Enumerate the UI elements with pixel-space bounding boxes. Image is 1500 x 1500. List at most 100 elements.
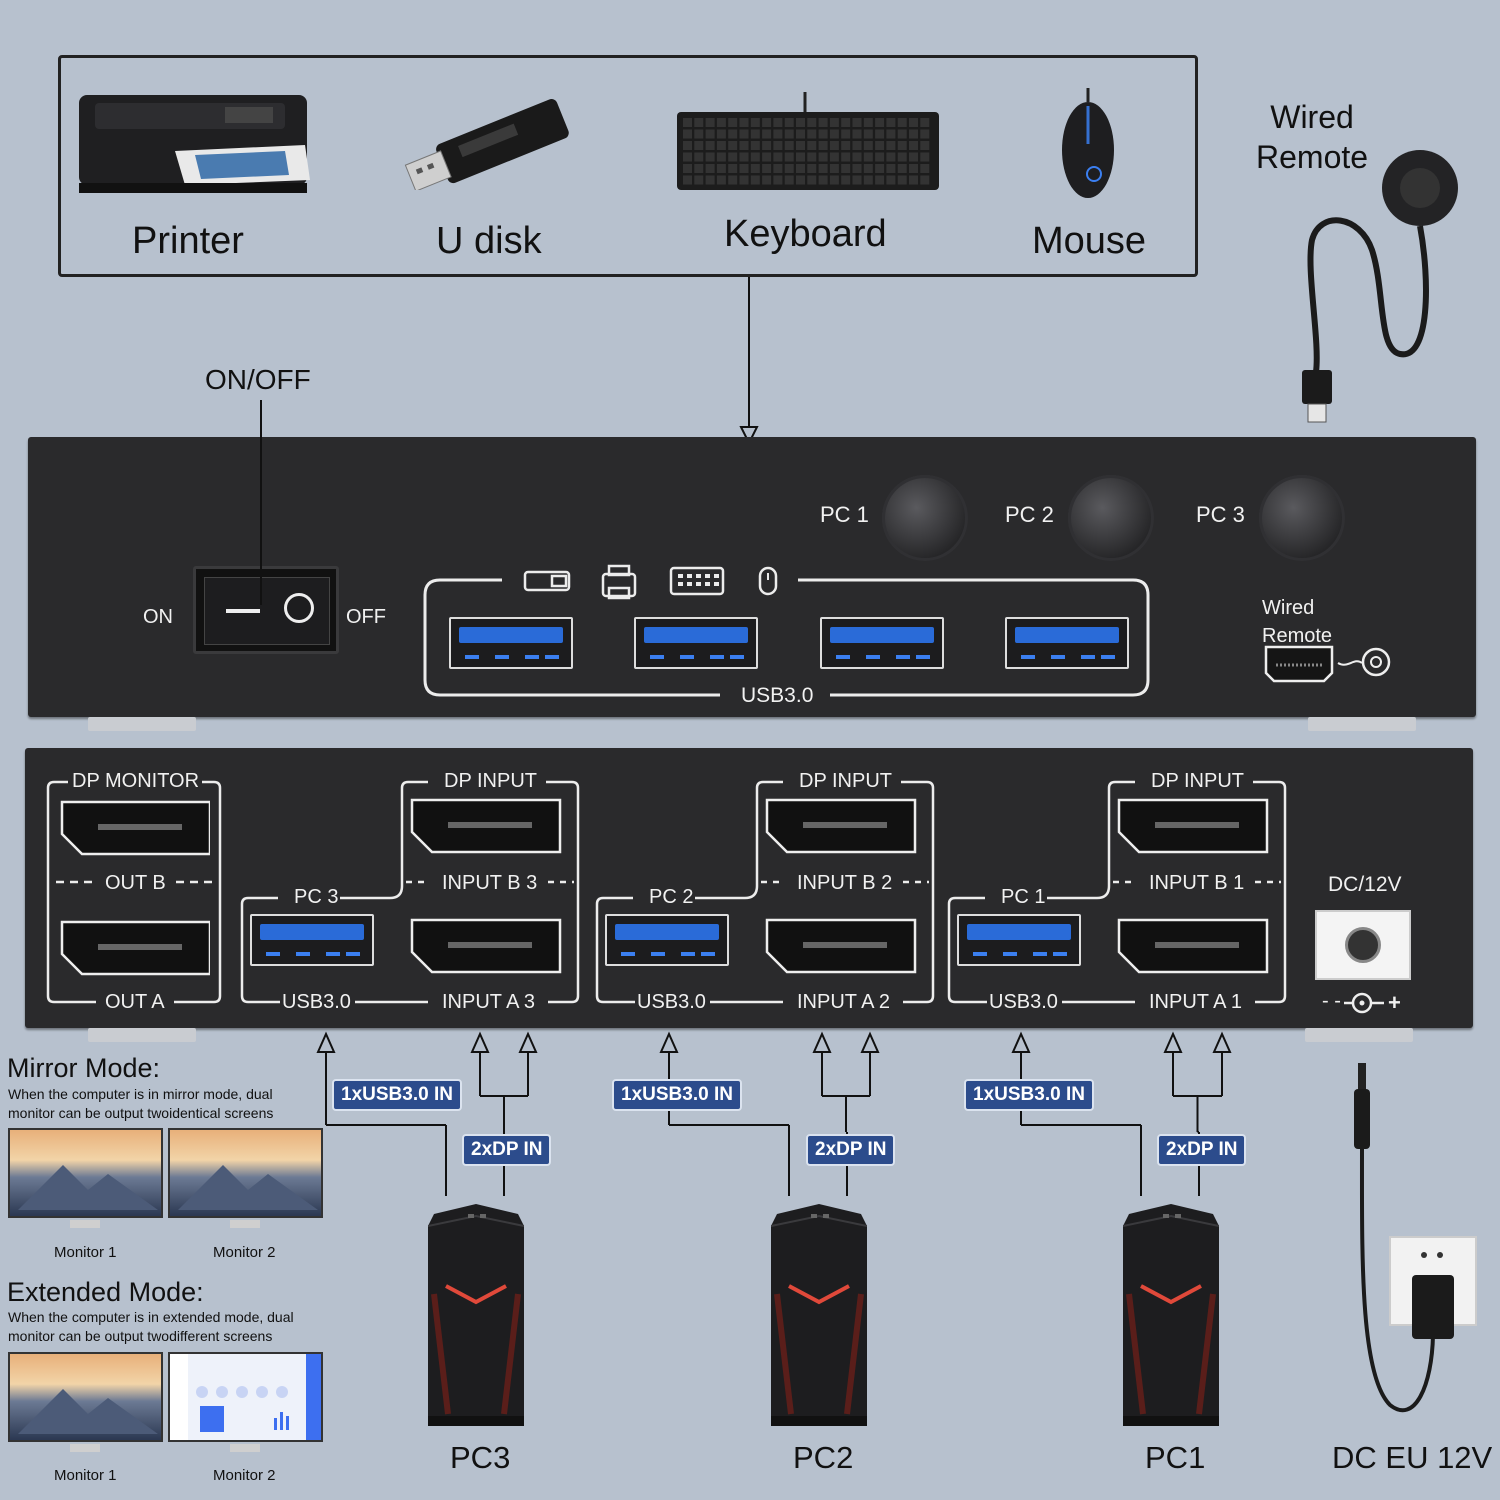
- dc-jack[interactable]: [1315, 910, 1411, 980]
- pc1-button[interactable]: [882, 475, 968, 561]
- keyboard-key: [875, 164, 885, 173]
- keyboard-key: [807, 118, 817, 127]
- mountain-image: [18, 1165, 318, 1228]
- pc-group-2: PC 2 DP INPUT INPUT B 2 USB3.0 INPUT A 2: [595, 768, 940, 1018]
- keyboard-key: [796, 118, 805, 127]
- mouse-icon: [1062, 88, 1114, 198]
- mirror-monitor-1-label: Monitor 1: [54, 1244, 117, 1261]
- foot: [88, 717, 196, 731]
- keyboard-key: [897, 141, 907, 150]
- wired-remote-cable-icon: [1302, 150, 1458, 423]
- keyboard-key: [762, 118, 772, 127]
- front-usb-port-2[interactable]: [634, 617, 758, 669]
- keyboard-icon: [677, 92, 939, 190]
- keyboard-key: [886, 129, 896, 139]
- keyboard-key: [886, 141, 896, 150]
- dp-input-title: DP INPUT: [444, 770, 537, 792]
- keyboard-key: [728, 118, 738, 127]
- keyboard-key: [920, 175, 930, 185]
- pc3-button[interactable]: [1259, 475, 1345, 561]
- keyboard-key: [683, 129, 692, 139]
- front-usb-port-4[interactable]: [1005, 617, 1129, 669]
- keyboard-key: [773, 164, 783, 173]
- keyboard-key: [762, 164, 772, 173]
- on-symbol-icon: [226, 609, 260, 613]
- keyboard-key: [683, 141, 692, 150]
- device-label-keyboard: Keyboard: [724, 213, 887, 255]
- printer-image: [75, 85, 310, 200]
- keyboard-key: [807, 129, 817, 139]
- pc-group-label: PC 3: [294, 886, 339, 908]
- keyboard-key: [784, 164, 794, 173]
- keyboard-key: [694, 152, 704, 162]
- usb-in-chip: 1xUSB3.0 IN: [332, 1079, 462, 1111]
- keyboard-key: [875, 175, 885, 185]
- keyboard-key: [716, 164, 726, 173]
- keyboard-key: [829, 129, 839, 139]
- keyboard-key: [705, 152, 715, 162]
- computer-label: PC1: [1145, 1440, 1206, 1475]
- wired-remote-port[interactable]: [1262, 643, 1397, 685]
- keyboard-key: [829, 152, 839, 162]
- keyboard-key: [920, 164, 930, 173]
- front-usb-port-3[interactable]: [820, 617, 944, 669]
- input-b-label: INPUT B 2: [797, 872, 893, 894]
- udisk-image: [400, 90, 580, 190]
- keyboard-key: [829, 141, 839, 150]
- keyboard-key: [750, 129, 760, 139]
- keyboard-key: [829, 175, 839, 185]
- pc-usb-port[interactable]: [605, 914, 729, 966]
- pc-usb-port[interactable]: [957, 914, 1081, 966]
- mirror-mode-desc: When the computer is in mirror mode, dua…: [8, 1086, 274, 1121]
- input-a-label: INPUT A 2: [797, 991, 891, 1013]
- keyboard-key: [716, 175, 726, 185]
- dp-in-chip: 2xDP IN: [806, 1134, 896, 1166]
- mirror-monitor-2-label: Monitor 2: [213, 1244, 276, 1261]
- keyboard-key: [694, 118, 704, 127]
- usb-bracket: [423, 564, 1150, 697]
- keyboard-key: [863, 152, 873, 162]
- pc3-button-label: PC 3: [1196, 502, 1245, 527]
- up-arrow-icon: [1011, 1031, 1031, 1053]
- dp-out-b-port[interactable]: [60, 800, 210, 856]
- keyboard-key: [909, 141, 918, 150]
- keyboard-key: [863, 175, 873, 185]
- front-usb-label: USB3.0: [741, 684, 814, 707]
- keyboard-key: [818, 118, 828, 127]
- input-b-label: INPUT B 1: [1149, 872, 1245, 894]
- keyboard-key: [705, 129, 715, 139]
- keyboard-key: [807, 141, 817, 150]
- extended-mode-title: Extended Mode:: [7, 1277, 204, 1307]
- dc-jack-hole-icon: [1345, 927, 1381, 963]
- keyboard-key: [728, 152, 738, 162]
- keyboard-key: [852, 129, 862, 139]
- pc-usb-port[interactable]: [250, 914, 374, 966]
- usb-label: USB3.0: [282, 991, 351, 1013]
- keyboard-key: [762, 141, 772, 150]
- keyboard-key: [796, 164, 805, 173]
- power-switch[interactable]: [193, 566, 339, 654]
- keyboard-key: [829, 164, 839, 173]
- dp-input-title: DP INPUT: [1151, 770, 1244, 792]
- pc1-button-label: PC 1: [820, 502, 869, 527]
- keyboard-key: [863, 118, 873, 127]
- up-arrow-icon: [1163, 1031, 1183, 1053]
- input-b-label: INPUT B 3: [442, 872, 538, 894]
- front-usb-port-1[interactable]: [449, 617, 573, 669]
- keyboard-key: [807, 152, 817, 162]
- usb-label: USB3.0: [989, 991, 1058, 1013]
- keyboard-key: [739, 175, 749, 185]
- device-label-mouse: Mouse: [1032, 220, 1147, 262]
- keyboard-key: [716, 141, 726, 150]
- keyboard-key: [683, 175, 692, 185]
- keyboard-key: [909, 129, 918, 139]
- keyboard-key: [909, 164, 918, 173]
- dp-out-a-port[interactable]: [60, 920, 210, 976]
- keyboard-key: [784, 118, 794, 127]
- keyboard-key: [920, 118, 930, 127]
- keyboard-key: [841, 152, 851, 162]
- keyboard-key: [841, 118, 851, 127]
- keyboard-key: [920, 152, 930, 162]
- pc2-button[interactable]: [1068, 475, 1154, 561]
- keyboard-key: [773, 152, 783, 162]
